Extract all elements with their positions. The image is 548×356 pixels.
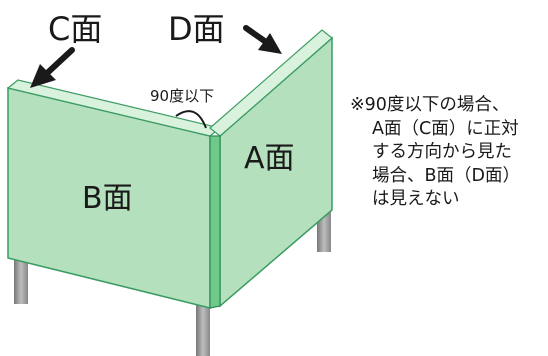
note-line: A面（C面）に正対 <box>372 118 519 139</box>
label-c-face: C面 <box>48 10 102 48</box>
label-a-face: A面 <box>244 141 295 176</box>
arrow-c-face <box>30 47 75 88</box>
panel-a-edge <box>209 135 221 309</box>
explanation-note: ※90度以下の場合、 A面（C面）に正対 する方向から見た 場合、B面（D面） … <box>350 94 520 212</box>
label-d-face: D面 <box>168 10 225 48</box>
arrow-d-face <box>243 25 282 54</box>
panel-a-top <box>209 29 333 137</box>
note-line: する方向から見た <box>372 142 512 162</box>
leg-front <box>196 304 210 356</box>
label-b-face: B面 <box>82 181 133 216</box>
label-angle: 90度以下 <box>150 87 214 105</box>
note-line: ※90度以下の場合、 <box>350 95 510 115</box>
angle-arc <box>175 110 207 129</box>
note-line: 場合、B面（D面） <box>372 165 520 186</box>
note-line: は見えない <box>372 189 460 209</box>
leg-left <box>14 256 28 304</box>
